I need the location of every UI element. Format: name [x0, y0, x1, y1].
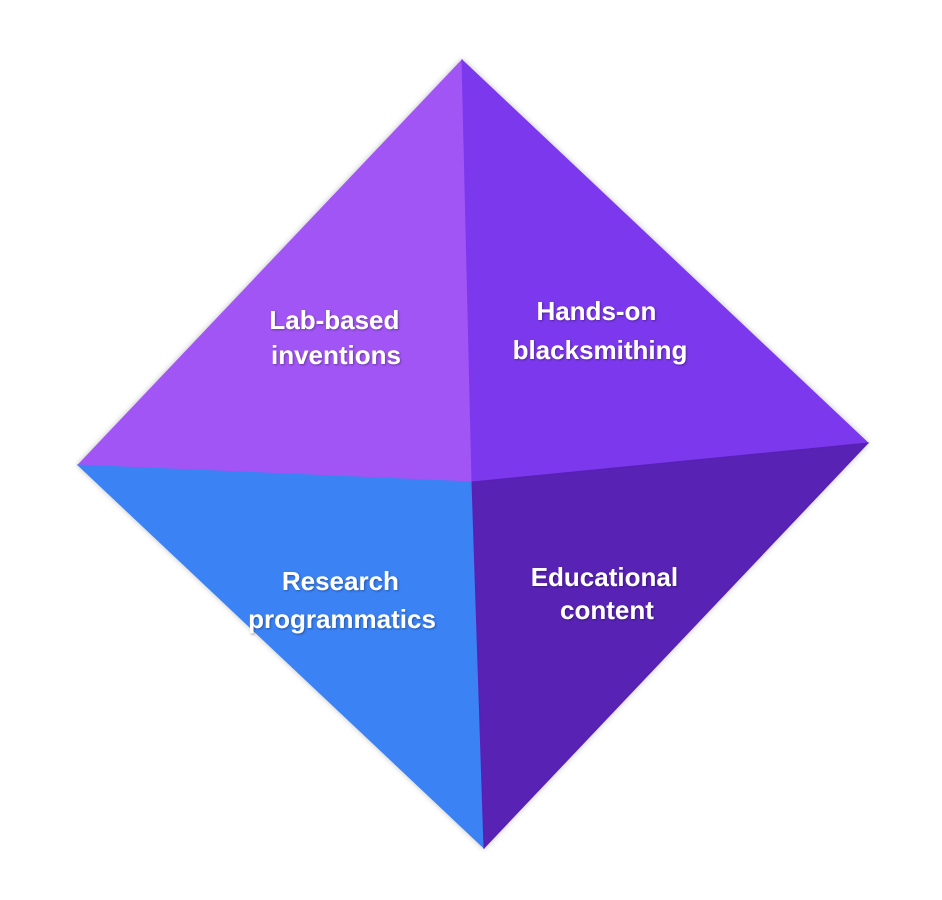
label-line: Lab-based [269, 305, 399, 335]
label-line: inventions [271, 340, 401, 370]
label-bottom-right: Educational content [531, 562, 686, 625]
label-line: programmatics [248, 604, 436, 634]
label-line: blacksmithing [513, 335, 688, 365]
face-top-right [461, 58, 870, 483]
label-line: Research [282, 566, 399, 596]
face-bottom-left [76, 464, 485, 850]
label-line: Educational [531, 562, 678, 592]
label-bottom-left: Research programmatics [248, 566, 436, 634]
label-top-left: Lab-based inventions [269, 305, 406, 370]
face-bottom-right [471, 442, 870, 850]
label-line: Hands-on [536, 296, 656, 326]
face-top-left [76, 58, 473, 483]
label-top-right: Hands-on blacksmithing [513, 296, 688, 365]
label-line: content [560, 595, 654, 625]
